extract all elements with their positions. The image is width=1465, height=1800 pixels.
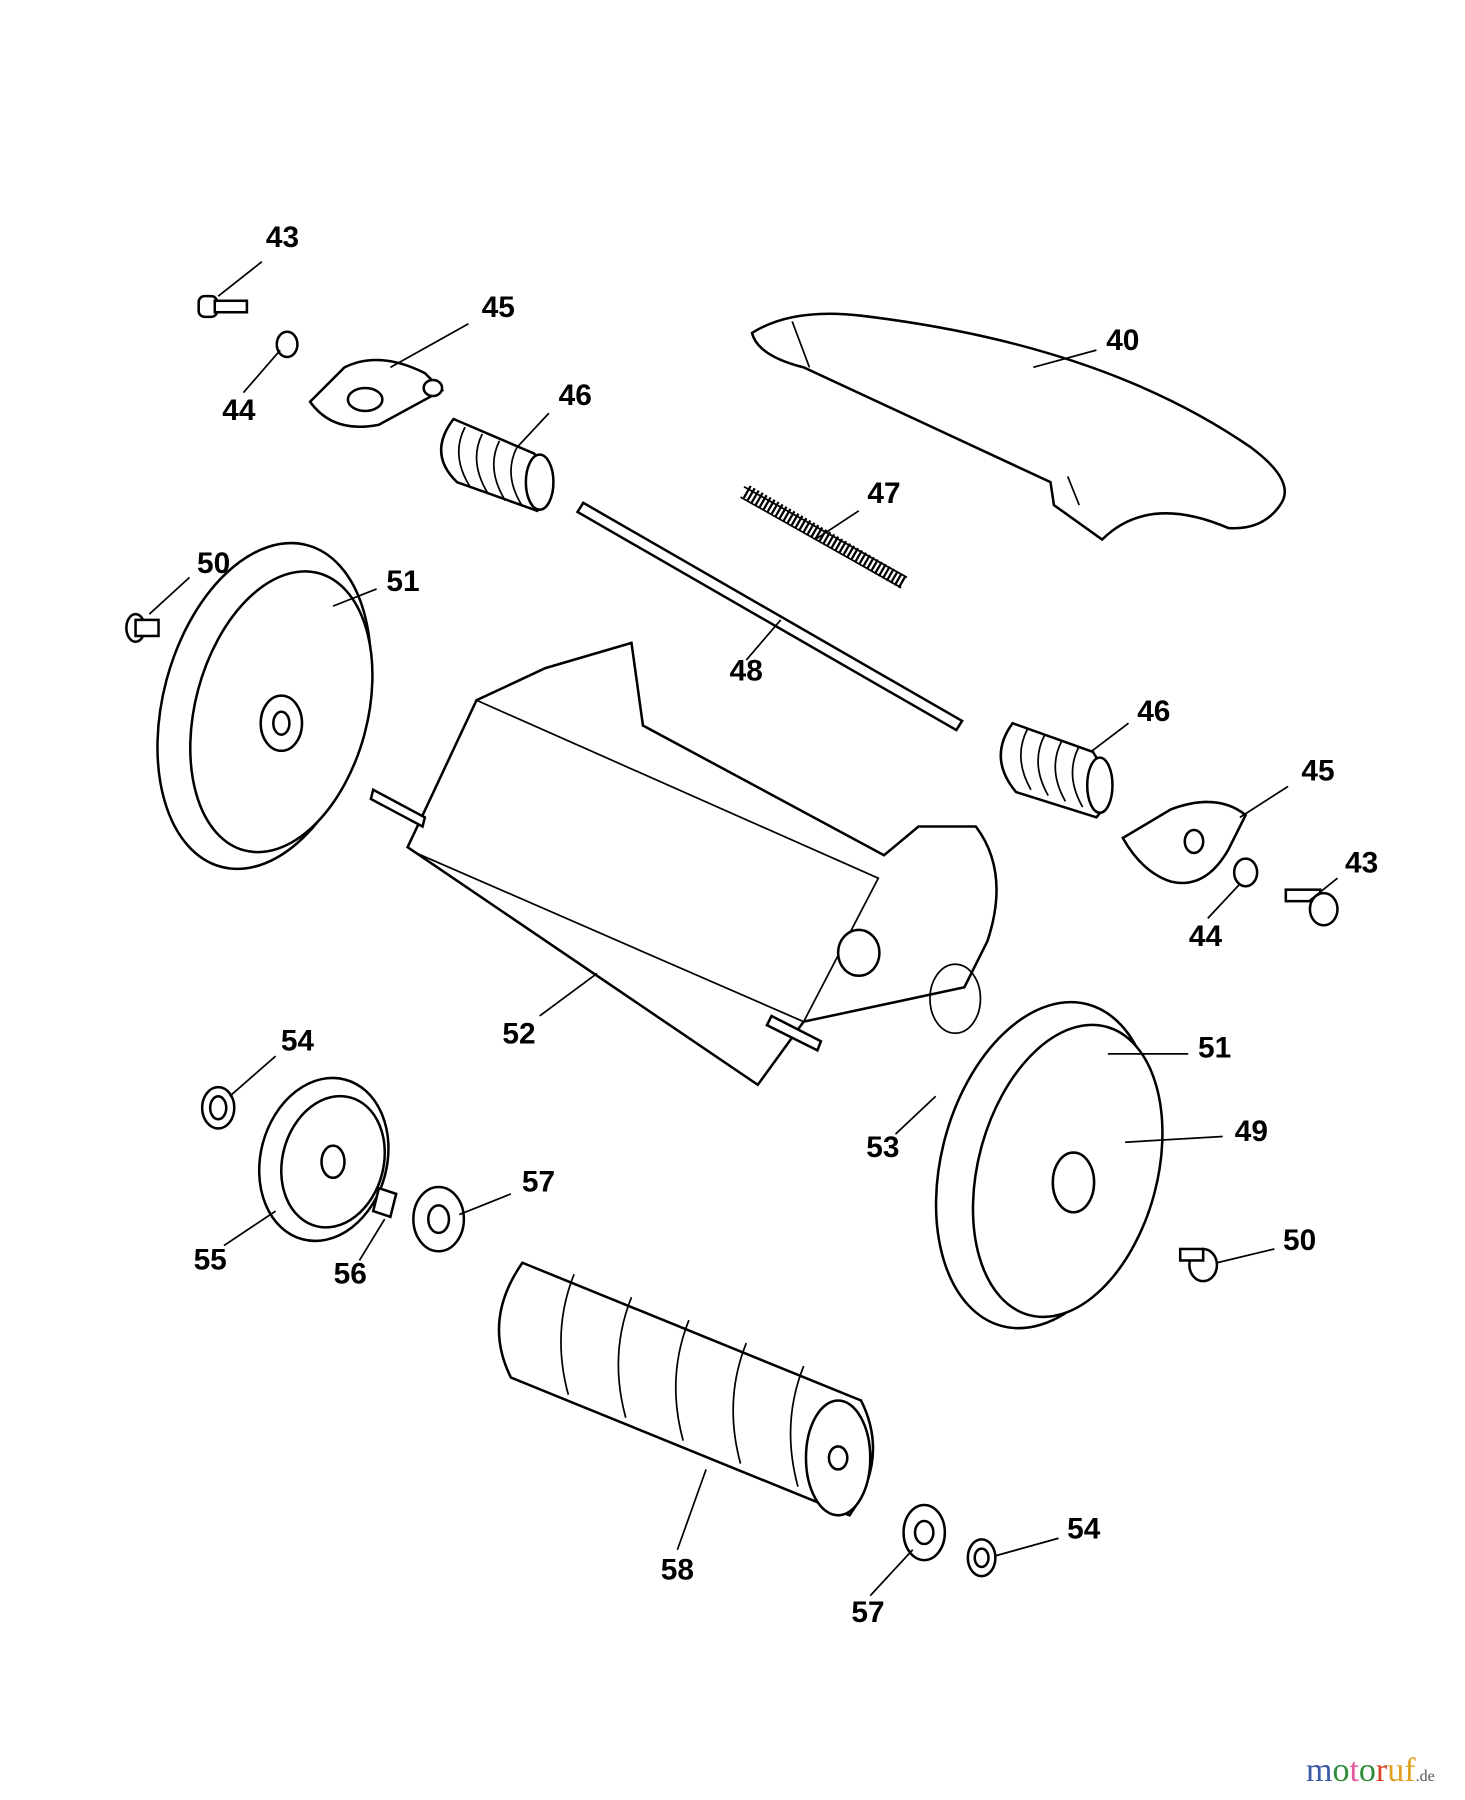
- part-56-key: [371, 1186, 398, 1219]
- part-43-pin-right: [1284, 888, 1339, 927]
- part-55-gear: [257, 1076, 390, 1243]
- watermark-letter: o: [1358, 1752, 1376, 1789]
- leader-line-54: [996, 1537, 1059, 1557]
- leader-line-57: [458, 1193, 512, 1216]
- motoruf-watermark: motoruf.de: [1306, 1752, 1435, 1790]
- watermark-letter: f: [1404, 1752, 1416, 1789]
- callout-58: 58: [661, 1554, 694, 1587]
- callout-51: 51: [1198, 1031, 1231, 1064]
- leader-line-44: [242, 349, 281, 394]
- callout-50: 50: [197, 547, 230, 580]
- part-50-bolt-right: [1178, 1247, 1219, 1283]
- callout-57: 57: [522, 1166, 555, 1199]
- leader-line-48: [745, 619, 782, 661]
- leader-line-45: [389, 322, 469, 369]
- callout-46: 46: [1137, 695, 1170, 728]
- leader-line-50: [148, 576, 191, 615]
- part-52-housing: [369, 641, 998, 1087]
- callout-45: 45: [1301, 755, 1334, 788]
- part-48-axle: [575, 501, 964, 732]
- watermark-letter: u: [1387, 1752, 1405, 1789]
- watermark-suffix: .de: [1415, 1768, 1435, 1785]
- leader-line-58: [676, 1469, 707, 1551]
- leader-line-44: [1207, 883, 1241, 919]
- leader-line-43: [1308, 877, 1339, 902]
- callout-49: 49: [1235, 1115, 1268, 1148]
- part-46-roller: [439, 417, 555, 513]
- leader-line-40: [1033, 349, 1097, 369]
- part-53-circlip: [929, 963, 982, 1035]
- callout-52: 52: [502, 1017, 535, 1050]
- leader-line-56: [358, 1218, 386, 1261]
- watermark-letter: m: [1306, 1752, 1333, 1789]
- leader-line-52: [539, 972, 598, 1017]
- leader-line-47: [814, 510, 860, 541]
- leader-line-55: [223, 1210, 277, 1247]
- callout-44: 44: [1189, 920, 1223, 953]
- leader-line-57: [869, 1549, 914, 1597]
- part-45-bracket-right: [1121, 800, 1248, 885]
- leader-line-43: [217, 261, 263, 297]
- callout-44: 44: [222, 394, 256, 427]
- callout-40: 40: [1106, 324, 1139, 357]
- callout-50: 50: [1283, 1224, 1316, 1257]
- callout-45: 45: [482, 291, 515, 324]
- callout-56: 56: [334, 1257, 367, 1290]
- leader-line-53: [894, 1095, 937, 1135]
- part-51-wheel-left: [156, 541, 374, 871]
- part-44-bushing: [275, 330, 299, 359]
- part-44-bushing-right: [1232, 857, 1259, 888]
- part-54-washer-lower: [966, 1538, 997, 1578]
- callout-57: 57: [851, 1596, 884, 1629]
- callout-43: 43: [266, 221, 299, 254]
- callout-51: 51: [386, 565, 419, 598]
- part-51-49-wheel-right: [934, 1000, 1164, 1330]
- callout-46: 46: [559, 379, 592, 412]
- part-46-roller-right: [999, 721, 1114, 819]
- leader-line-54: [229, 1055, 277, 1097]
- callout-43: 43: [1345, 846, 1378, 879]
- leader-line-49: [1125, 1135, 1223, 1144]
- part-58-tine-roller: [497, 1261, 875, 1517]
- callout-54: 54: [1067, 1512, 1101, 1545]
- part-54-washer: [200, 1085, 236, 1130]
- leader-line-45: [1239, 785, 1289, 819]
- leader-line-51: [332, 588, 377, 607]
- part-43-pin: [197, 294, 249, 319]
- watermark-letter: t: [1349, 1752, 1359, 1789]
- watermark-letter: o: [1332, 1752, 1350, 1789]
- part-40-cover: [750, 312, 1286, 542]
- callout-54: 54: [281, 1024, 315, 1057]
- watermark-letter: r: [1375, 1752, 1388, 1789]
- part-50-bolt: [125, 612, 160, 643]
- callout-47: 47: [867, 477, 900, 510]
- part-57-bearing-lower: [902, 1503, 947, 1562]
- leader-line-50: [1216, 1248, 1275, 1264]
- callout-53: 53: [866, 1131, 899, 1164]
- callout-55: 55: [194, 1244, 227, 1277]
- callout-48: 48: [730, 655, 763, 688]
- part-45-bracket: [308, 358, 445, 429]
- leader-line-46: [1090, 722, 1130, 753]
- leader-line-46: [516, 412, 550, 449]
- part-57-bearing: [412, 1185, 466, 1253]
